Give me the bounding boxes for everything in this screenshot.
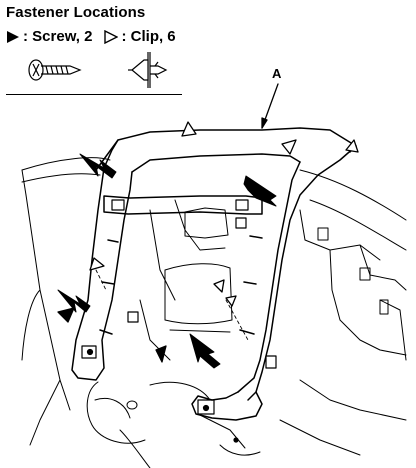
legend-divider xyxy=(6,94,182,95)
guide-lines xyxy=(95,269,249,341)
screw-marker-2 xyxy=(155,345,167,363)
screw-triangle-icon xyxy=(7,30,19,43)
arrow-upper-right xyxy=(243,175,277,207)
screw-markers xyxy=(57,307,167,363)
screw-icon xyxy=(28,59,82,81)
clip-markers xyxy=(89,121,359,307)
fastener-legend: : Screw, 2 : Clip, 6 xyxy=(6,28,188,45)
legend-screw-label: : Screw, 2 xyxy=(23,28,93,45)
screw-marker-1 xyxy=(57,307,75,323)
legend-fastener-illustrations xyxy=(28,52,168,88)
panel-brackets xyxy=(81,199,277,443)
legend-clip: : Clip, 6 xyxy=(104,28,176,45)
clip-marker-3 xyxy=(345,139,359,153)
clip-icon xyxy=(128,52,168,88)
clip-marker-6 xyxy=(225,295,237,307)
arrow-lower-right xyxy=(189,333,221,369)
clip-marker-2 xyxy=(281,139,297,155)
arrow-upper-left xyxy=(79,153,117,179)
page-title: Fastener Locations xyxy=(6,4,146,21)
arrow-lower-left xyxy=(57,289,91,313)
dashboard-background xyxy=(21,157,407,468)
clip-marker-5 xyxy=(213,279,225,293)
legend-screw: : Screw, 2 xyxy=(6,28,92,45)
callout-a-leader xyxy=(261,83,279,129)
removal-arrows xyxy=(57,153,277,369)
callout-label-a: A xyxy=(272,66,282,81)
legend-clip-label: : Clip, 6 xyxy=(121,28,176,45)
clip-triangle-icon xyxy=(104,29,119,44)
clip-marker-1 xyxy=(181,121,197,137)
trim-panel-frame xyxy=(71,127,357,421)
clip-marker-4 xyxy=(89,257,105,271)
